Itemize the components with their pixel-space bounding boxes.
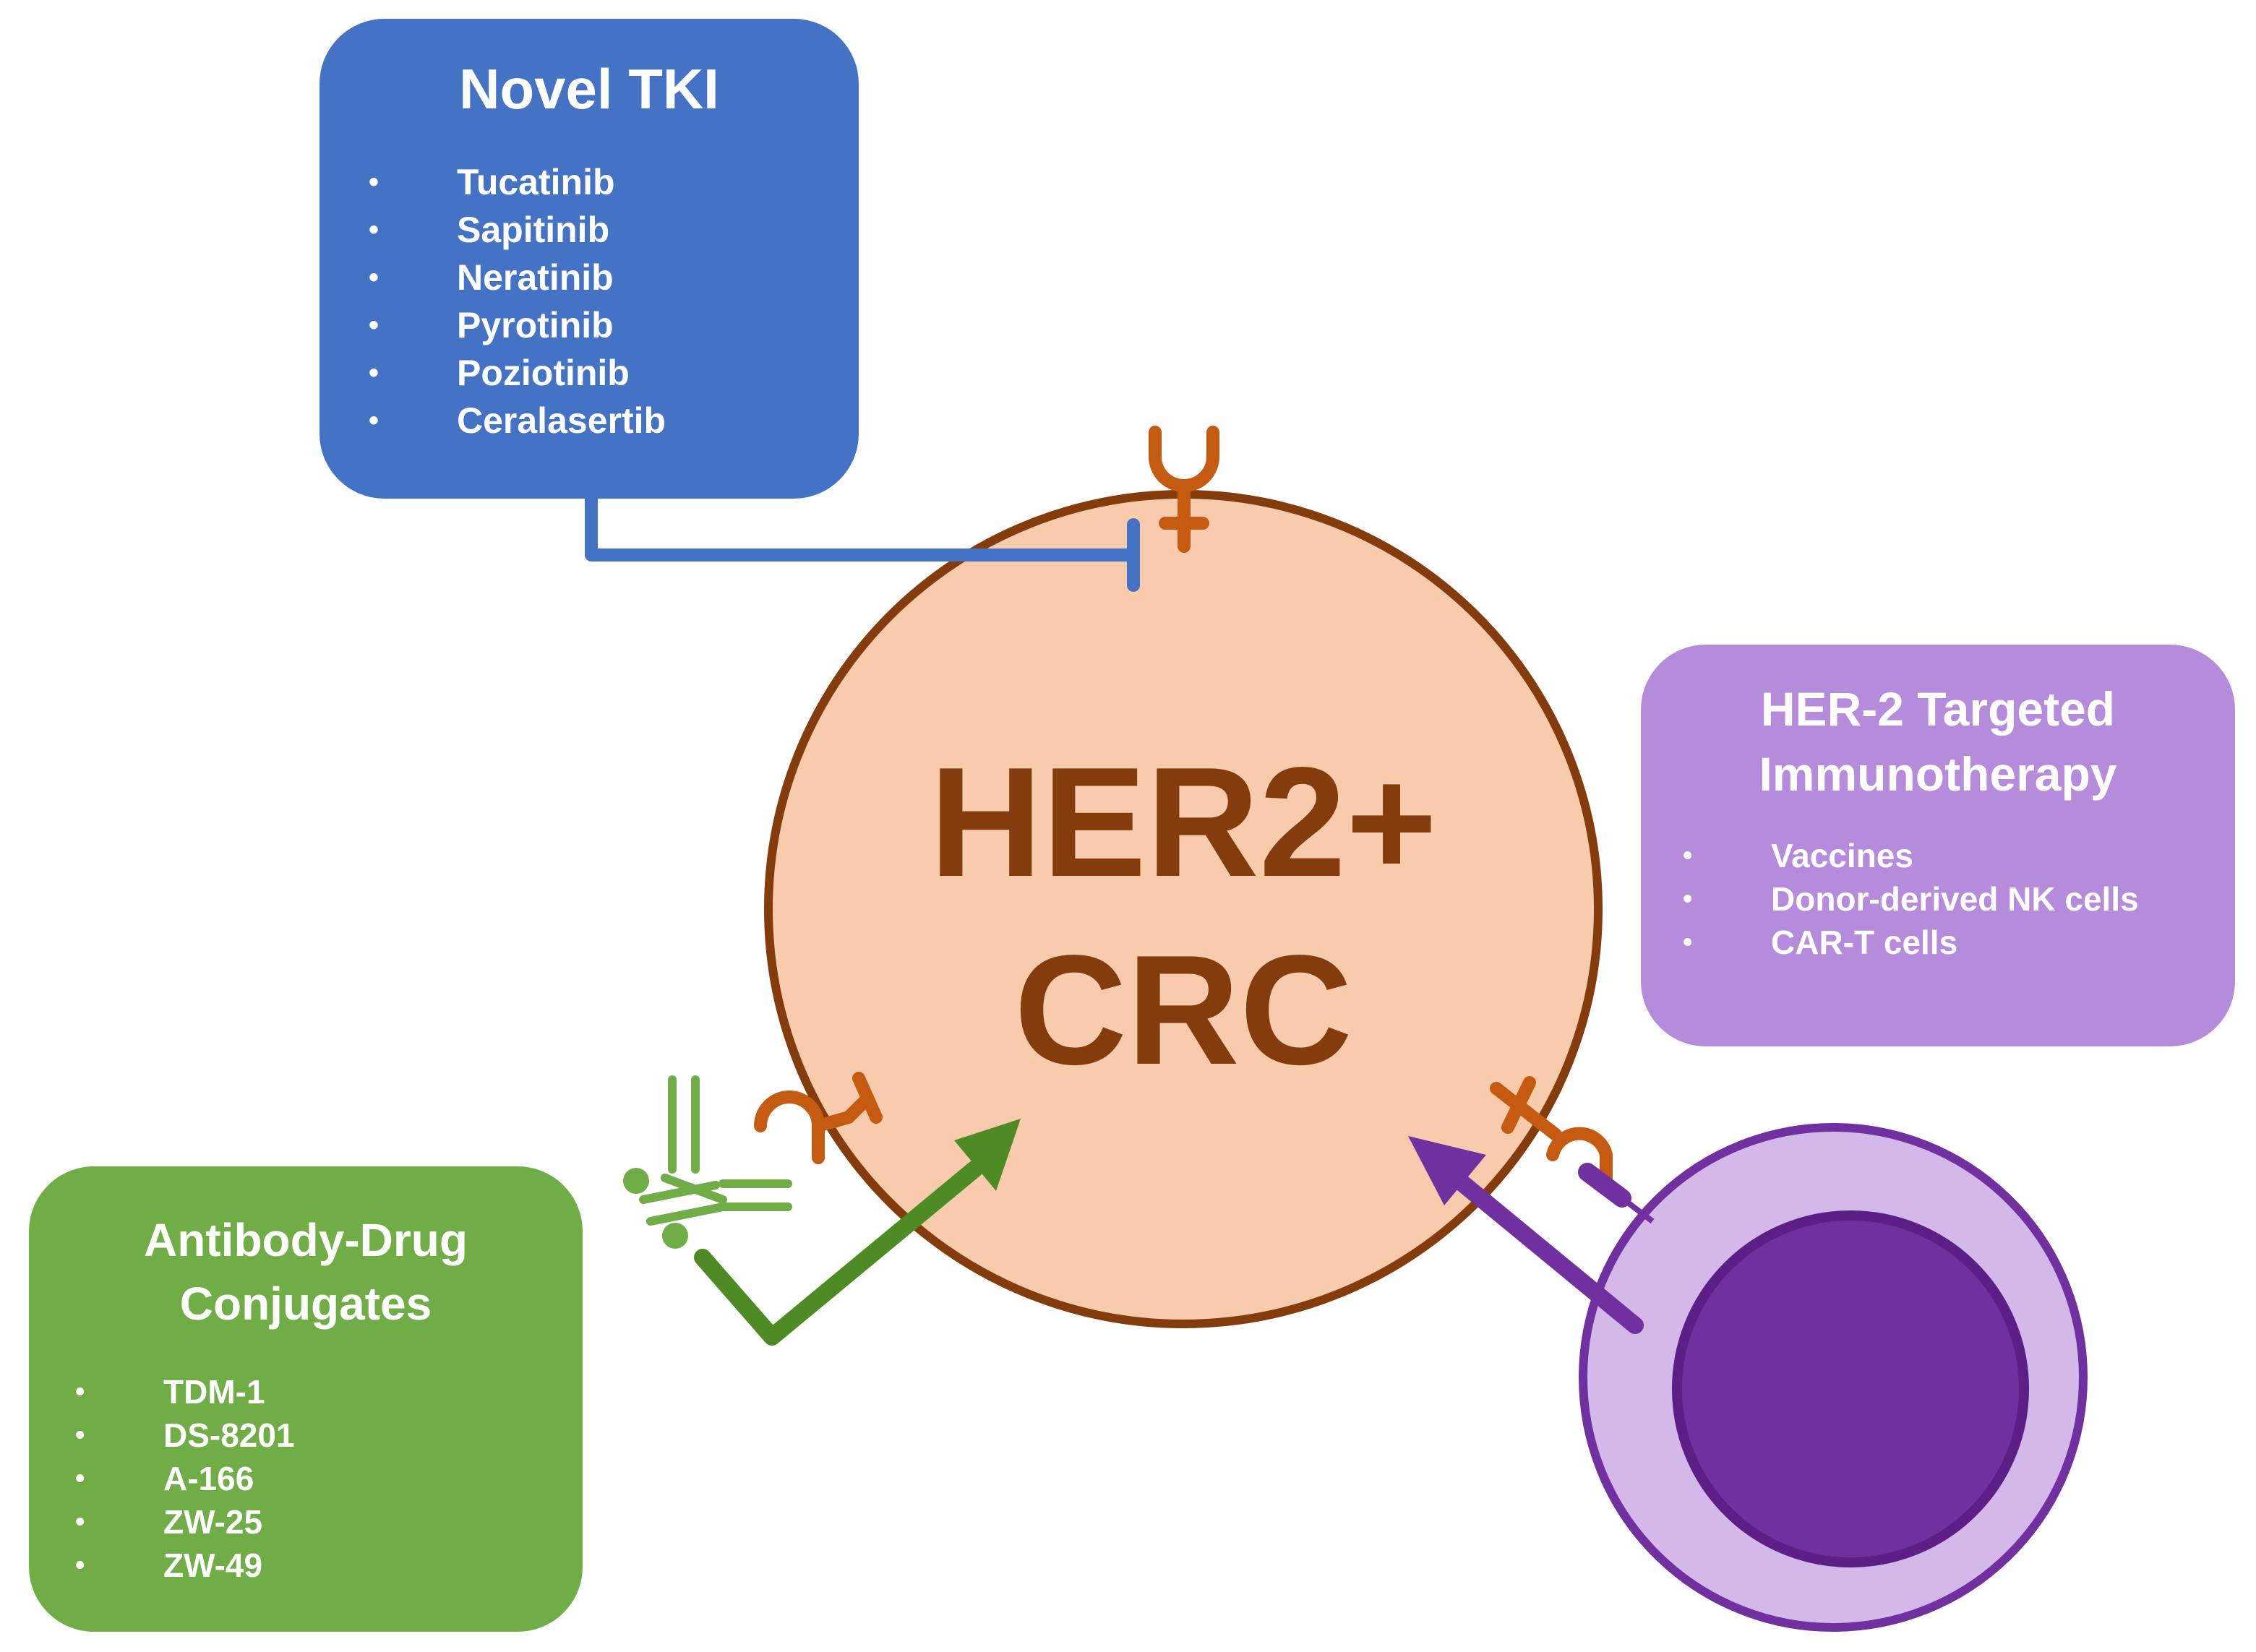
immunotherapy-title-line2: Immunotherapy [1759,747,2117,801]
list-item: •Pyrotinib [319,301,859,349]
bullet-icon: • [369,214,379,246]
list-item: •ZW-25 [29,1500,583,1544]
adc-title-line2: Conjugates [179,1278,432,1330]
immunotherapy-title-line1: HER-2 Targeted [1760,682,2116,736]
her2-receptor-top [1149,426,1219,553]
bullet-icon: • [75,1507,85,1537]
tki-inhibition-connector [585,492,1140,592]
bullet-icon: • [75,1420,85,1450]
bullet-icon: • [75,1377,85,1407]
novel-tki-box: Novel TKI •Tucatinib •Sapitinib •Neratin… [319,19,859,499]
bullet-icon: • [369,357,379,389]
bullet-icon: • [1683,840,1693,871]
bullet-icon: • [75,1463,85,1494]
novel-tki-list: •Tucatinib •Sapitinib •Neratinib •Pyroti… [319,158,859,444]
bullet-icon: • [75,1550,85,1580]
adc-title: Antibody-Drug Conjugates [29,1166,583,1335]
immune-cell-receptor-stalk [1620,1195,1655,1224]
adc-arrow [694,1119,1021,1346]
adc-list: •TDM-1 •DS-8201 •A-166 •ZW-25 •ZW-49 [29,1370,583,1587]
list-item: •Vaccines [1641,834,2235,877]
list-item: •ZW-49 [29,1544,583,1587]
list-item: •Sapitinib [319,206,859,254]
cell-label-line1: HER2+ [930,734,1437,909]
adc-payload-dot [662,1223,688,1249]
adc-title-line1: Antibody-Drug [144,1214,468,1266]
list-item: •Neratinib [319,254,859,301]
antibody-drug-conjugate-icon [639,1075,792,1226]
list-item: •Donor-derived NK cells [1641,877,2235,921]
her2-receptor-lower-right [1490,1076,1613,1184]
bullet-icon: • [1683,884,1693,914]
bullet-icon: • [369,262,379,293]
immune-effector-cell-nucleus [1672,1210,2029,1567]
immunotherapy-list: •Vaccines •Donor-derived NK cells •CAR-T… [1641,834,2235,964]
list-item: •DS-8201 [29,1414,583,1457]
bullet-icon: • [369,166,379,198]
list-item: •A-166 [29,1457,583,1500]
immune-cell-receptor [1578,1163,1631,1208]
bullet-icon: • [1683,927,1693,958]
list-item: •Tucatinib [319,158,859,206]
list-item: •CAR-T cells [1641,921,2235,964]
novel-tki-title: Novel TKI [459,57,719,121]
adc-payload-dot [623,1168,649,1194]
her2-receptor-lower-left [754,1072,883,1164]
adc-box: Antibody-Drug Conjugates •TDM-1 •DS-8201… [29,1166,583,1632]
immune-arrow [1408,1136,1644,1334]
list-item: •TDM-1 [29,1370,583,1414]
list-item: •Ceralasertib [319,397,859,444]
bullet-icon: • [369,405,379,436]
bullet-icon: • [369,309,379,341]
immunotherapy-box: HER-2 Targeted Immunotherapy •Vaccines •… [1641,645,2235,1046]
list-item: •Poziotinib [319,349,859,397]
cell-label-line2: CRC [1014,922,1352,1097]
immunotherapy-title: HER-2 Targeted Immunotherapy [1641,645,2235,806]
